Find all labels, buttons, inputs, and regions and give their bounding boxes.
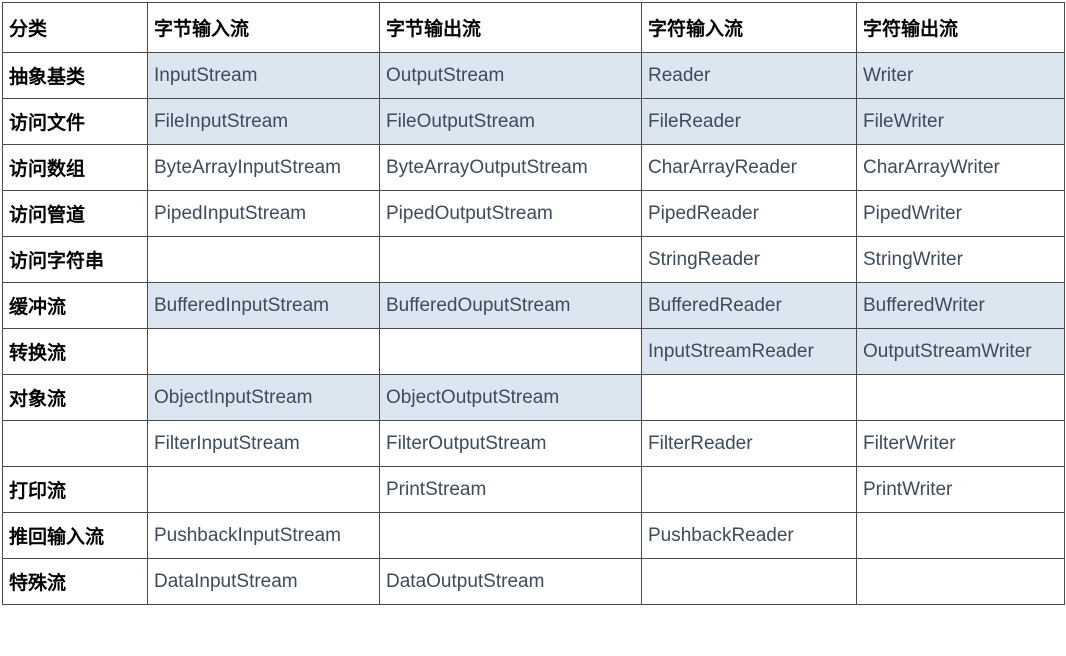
cell-char_in: StringReader <box>641 236 857 283</box>
cell-char_out: PrintWriter <box>856 466 1065 513</box>
cell-char_in: PushbackReader <box>641 512 857 559</box>
row-category-cell: 推回输入流 <box>2 512 148 559</box>
cell-byte_out: PipedOutputStream <box>379 190 642 237</box>
cell-byte_out: ByteArrayOutputStream <box>379 144 642 191</box>
cell-byte_out: DataOutputStream <box>379 558 642 605</box>
cell-char_out <box>856 374 1065 421</box>
cell-char_in: FileReader <box>641 98 857 145</box>
cell-char_in <box>641 558 857 605</box>
row-category-cell: 访问管道 <box>2 190 148 237</box>
cell-byte_out <box>379 236 642 283</box>
row-category-cell: 特殊流 <box>2 558 148 605</box>
cell-char_out: FileWriter <box>856 98 1065 145</box>
cell-char_out: BufferedWriter <box>856 282 1065 329</box>
row-category-cell: 打印流 <box>2 466 148 513</box>
row-category-cell: 访问字符串 <box>2 236 148 283</box>
table-header-row: 分类 字节输入流 字节输出流 字符输入流 字符输出流 <box>2 2 1065 53</box>
row-category-cell <box>2 420 148 467</box>
cell-char_in <box>641 466 857 513</box>
column-header-char-output-stream: 字符输出流 <box>856 2 1065 53</box>
cell-char_in: Reader <box>641 52 857 99</box>
cell-byte_out: FilterOutputStream <box>379 420 642 467</box>
cell-byte_out: FileOutputStream <box>379 98 642 145</box>
cell-byte_in: InputStream <box>147 52 380 99</box>
column-header-byte-input-stream: 字节输入流 <box>147 2 380 53</box>
cell-byte_in: ByteArrayInputStream <box>147 144 380 191</box>
row-category-cell: 缓冲流 <box>2 282 148 329</box>
cell-char_out: OutputStreamWriter <box>856 328 1065 375</box>
cell-char_in: InputStreamReader <box>641 328 857 375</box>
cell-byte_in: DataInputStream <box>147 558 380 605</box>
cell-byte_in <box>147 466 380 513</box>
row-category-cell: 对象流 <box>2 374 148 421</box>
column-header-byte-output-stream: 字节输出流 <box>379 2 642 53</box>
cell-byte_in: BufferedInputStream <box>147 282 380 329</box>
cell-char_in: FilterReader <box>641 420 857 467</box>
cell-char_out: Writer <box>856 52 1065 99</box>
column-header-category: 分类 <box>2 2 148 53</box>
cell-byte_out <box>379 512 642 559</box>
cell-char_out: PipedWriter <box>856 190 1065 237</box>
table-row: 打印流 PrintStream PrintWriter <box>2 466 1065 513</box>
cell-char_out: CharArrayWriter <box>856 144 1065 191</box>
cell-byte_out: OutputStream <box>379 52 642 99</box>
cell-byte_out <box>379 328 642 375</box>
cell-byte_out: PrintStream <box>379 466 642 513</box>
cell-byte_out: ObjectOutputStream <box>379 374 642 421</box>
cell-byte_in: ObjectInputStream <box>147 374 380 421</box>
row-category-cell: 抽象基类 <box>2 52 148 99</box>
cell-char_in: PipedReader <box>641 190 857 237</box>
row-category-cell: 访问文件 <box>2 98 148 145</box>
cell-byte_in <box>147 236 380 283</box>
cell-byte_in: PushbackInputStream <box>147 512 380 559</box>
cell-char_in: BufferedReader <box>641 282 857 329</box>
cell-char_out: StringWriter <box>856 236 1065 283</box>
row-category-cell: 访问数组 <box>2 144 148 191</box>
table-header: 分类 字节输入流 字节输出流 字符输入流 字符输出流 <box>2 2 1065 53</box>
row-category-cell: 转换流 <box>2 328 148 375</box>
cell-byte_in <box>147 328 380 375</box>
cell-byte_out: BufferedOuputStream <box>379 282 642 329</box>
cell-char_out <box>856 512 1065 559</box>
cell-byte_in: FilterInputStream <box>147 420 380 467</box>
cell-char_out <box>856 558 1065 605</box>
cell-byte_in: PipedInputStream <box>147 190 380 237</box>
cell-char_in: CharArrayReader <box>641 144 857 191</box>
column-header-char-input-stream: 字符输入流 <box>641 2 857 53</box>
cell-char_in <box>641 374 857 421</box>
cell-char_out: FilterWriter <box>856 420 1065 467</box>
cell-byte_in: FileInputStream <box>147 98 380 145</box>
